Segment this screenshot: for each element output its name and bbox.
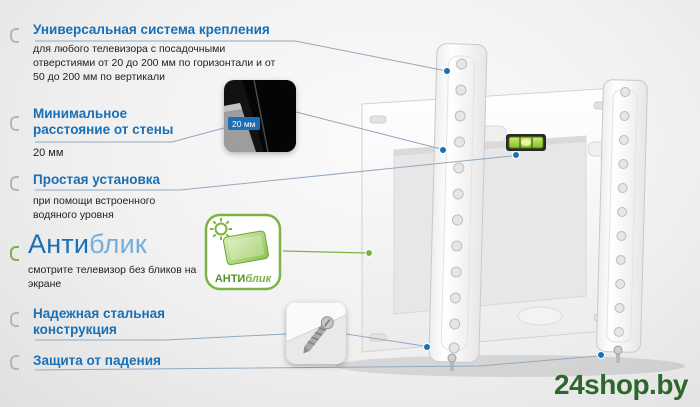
feature-universal-mount: Универсальная система крепления для любо… xyxy=(33,22,295,85)
antiglare-title-part1: Анти xyxy=(28,229,90,259)
callout-line-steel-b xyxy=(345,333,425,347)
callout-dot-green xyxy=(365,249,373,257)
floor-shadow xyxy=(335,355,685,377)
feature-fall-protection: Защита от падения xyxy=(33,353,213,369)
feature-body: смотрите телевизор без бликов на экране xyxy=(28,264,197,291)
feature-body: для любого телевизора с посадочными отве… xyxy=(33,43,276,84)
feature-marker xyxy=(10,28,19,43)
callout-line-universal xyxy=(35,40,448,72)
callout-line-distance-a xyxy=(35,127,225,143)
feature-title: Минимальное расстояние от стены xyxy=(33,106,174,138)
tv-edge-shape xyxy=(242,80,296,152)
feature-body: 20 мм xyxy=(33,146,64,159)
callout-dot xyxy=(423,343,431,351)
screw-inset xyxy=(286,302,346,364)
callout-dot xyxy=(443,67,451,75)
antiglare-title-part2: блик xyxy=(89,229,147,259)
wall-distance-inset: 20 мм xyxy=(224,80,296,152)
distance-label-text: 20 мм xyxy=(232,119,256,129)
badge-label-part2: блик xyxy=(245,273,272,285)
safety-screw-right xyxy=(613,345,623,363)
badge-label-part1: АНТИ xyxy=(215,273,246,285)
feature-title-antiglare: Антиблик xyxy=(28,230,208,258)
feature-marker xyxy=(10,355,19,370)
callout-dot xyxy=(597,351,605,359)
sun-icon xyxy=(210,218,232,240)
feature-steel-construction: Надежная стальная конструкция xyxy=(33,306,188,339)
feature-marker xyxy=(10,312,19,327)
callout-line-level xyxy=(35,155,513,191)
safety-screw-left xyxy=(447,353,457,371)
feature-title: Универсальная система крепления xyxy=(33,22,270,37)
screw-icon xyxy=(303,316,334,354)
feature-easy-install: Простая установка при помощи встроенного… xyxy=(33,172,208,223)
feature-title: Надежная стальная конструкция xyxy=(33,306,166,338)
feature-marker xyxy=(10,116,19,131)
callout-line-steel-a xyxy=(35,333,287,341)
right-rail xyxy=(596,79,648,353)
feature-marker-green xyxy=(10,246,19,261)
antiglare-badge: АНТИблик xyxy=(203,212,283,297)
callout-dot xyxy=(512,151,520,159)
callout-line-distance-b xyxy=(295,111,442,150)
feature-title: Простая установка xyxy=(33,172,161,187)
feature-title: Защита от падения xyxy=(33,353,161,368)
callout-dot xyxy=(439,146,447,154)
screen-icon xyxy=(223,230,269,266)
feature-marker xyxy=(10,176,19,191)
badge-label: АНТИблик xyxy=(215,273,273,285)
callout-line-fall xyxy=(34,355,599,371)
feature-wall-distance: Минимальное расстояние от стены 20 мм xyxy=(33,106,193,160)
plate-emboss xyxy=(517,306,563,326)
left-rail xyxy=(428,43,488,363)
callout-line-antiglare xyxy=(282,250,367,254)
bubble-level xyxy=(506,134,546,151)
distance-label-tag xyxy=(228,117,260,130)
feature-antiglare: Антиблик смотрите телевизор без бликов н… xyxy=(28,230,208,292)
shop-logo: 24shop.by xyxy=(554,369,688,400)
feature-body: при помощи встроенного водяного уровня xyxy=(33,195,156,222)
